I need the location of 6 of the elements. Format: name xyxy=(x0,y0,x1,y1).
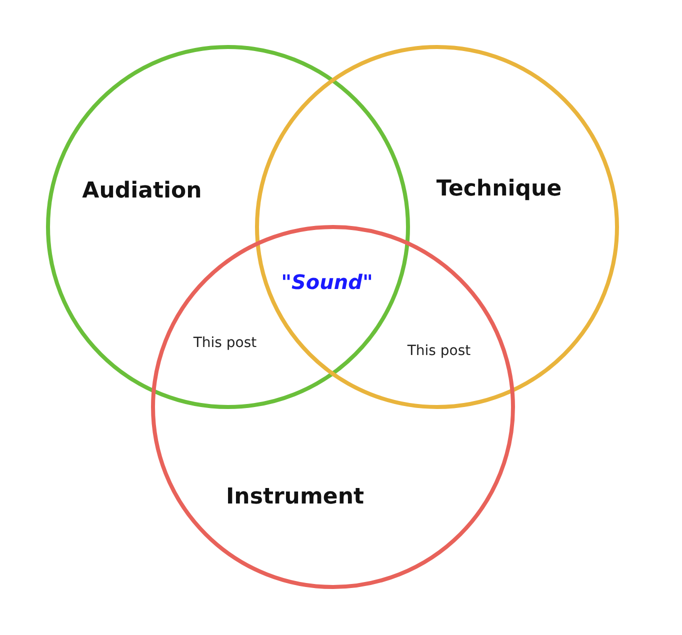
set-label: Audiation xyxy=(82,178,202,204)
set-label: Technique xyxy=(436,176,562,202)
intersection-label: This post xyxy=(407,343,471,359)
intersection-label: "Sound" xyxy=(281,270,373,294)
intersection-label: This post xyxy=(193,335,257,351)
set-label: Instrument xyxy=(226,484,364,510)
